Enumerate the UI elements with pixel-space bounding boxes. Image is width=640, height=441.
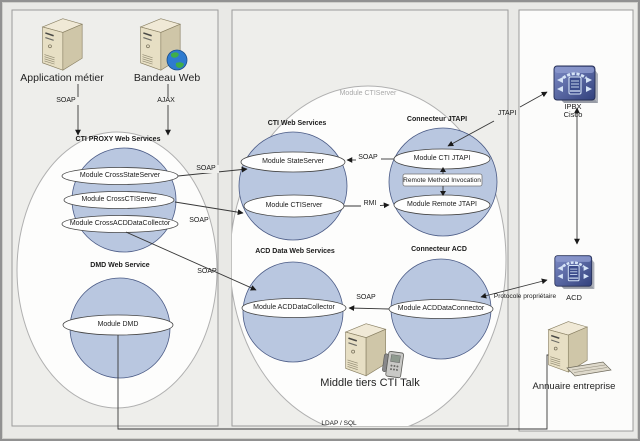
soap-acddata-label: SOAP [197,268,217,275]
cti-ws-circle [238,131,348,241]
soap-acdconn-link [348,305,390,312]
jtapi-link-b [519,91,548,108]
acd-ws-title: ACD Data Web Services [255,248,335,255]
web-server-label: Bandeau Web [133,72,201,84]
module-cross-acd-data-collector [61,215,179,233]
acd-label: ACD [566,293,582,302]
jtapi-link-a [447,120,495,147]
soap-down-label: SOAP [53,97,79,105]
module-cross-acd-data-collector-label: Module CrossACDDataCollector [69,220,171,227]
module-cross-state-server-label: Module CrossStateServer [79,172,161,179]
soap-cti-link [174,201,244,216]
rmi-box [402,173,483,187]
globe-icon [166,49,188,71]
annuaire-server-icon-group [547,320,612,377]
proxy-group-title: CTI PROXY Web Services [75,136,161,143]
module-remote-jtapi [393,194,491,216]
ldap-sql-label: LDAP / SQL [321,420,357,427]
module-cross-cti-server [63,191,175,209]
module-remote-jtapi-label: Module Remote JTAPI [407,201,477,208]
module-acd-data-connector-label: Module ACDDataConnector [397,305,485,312]
protocole-link [480,278,548,299]
rmi-label: RMI [363,200,377,207]
jtapi-title: Connecteur JTAPI [406,116,468,123]
jtapi-label: JTAPI [497,110,517,117]
soap-jtapi-label: SOAP [358,154,378,161]
module-cross-cti-server-label: Module CrossCTIServer [81,196,157,203]
protocole-label: Protocole propriétaire [493,293,557,300]
keyboard-icon [566,361,612,377]
module-cti-jtapi-label: Module CTI JTAPI [413,155,471,162]
soap-cti-label: SOAP [189,217,209,224]
soap-acdconn-label: SOAP [356,294,376,301]
rmi-link-b [379,202,390,209]
ipbx-device-icon [552,64,600,105]
dmd-group-title: DMD Web Service [90,262,150,269]
module-state-server [240,151,346,173]
conn-acd-title: Connecteur ACD [411,246,467,253]
annuaire-label: Annuaire entreprise [532,381,616,392]
web-server-icon-group [139,17,188,71]
acd-device-icon [553,254,596,291]
module-dmd-label: Module DMD [97,321,139,328]
middle-tiers-caption: Middle tiers CTI Talk [320,377,420,389]
ipbx-label-line2: Cisco [563,110,583,119]
module-acd-data-collector-label: Module ACDDataCollector [253,304,335,311]
ajax-down-label: AJAX [153,97,179,105]
module-state-server-label: Module StateServer [262,158,324,165]
rmi-box-label: Remote Method Invocation [403,177,481,184]
app-server-label: Application métier [20,72,104,84]
middle-ellipse-watermark: Module CTIServer [339,90,397,97]
middle-server-icon-group [344,322,404,379]
cti-ws-title: CTI Web Services [267,120,327,127]
module-acd-data-collector [241,298,347,318]
phone-icon [382,350,404,379]
module-cti-server-label: Module CTIServer [265,202,323,209]
ipbx-label-line1: IPBX [564,102,582,111]
soap-acddata-link [125,231,257,291]
soap-state-label: SOAP [193,165,219,173]
